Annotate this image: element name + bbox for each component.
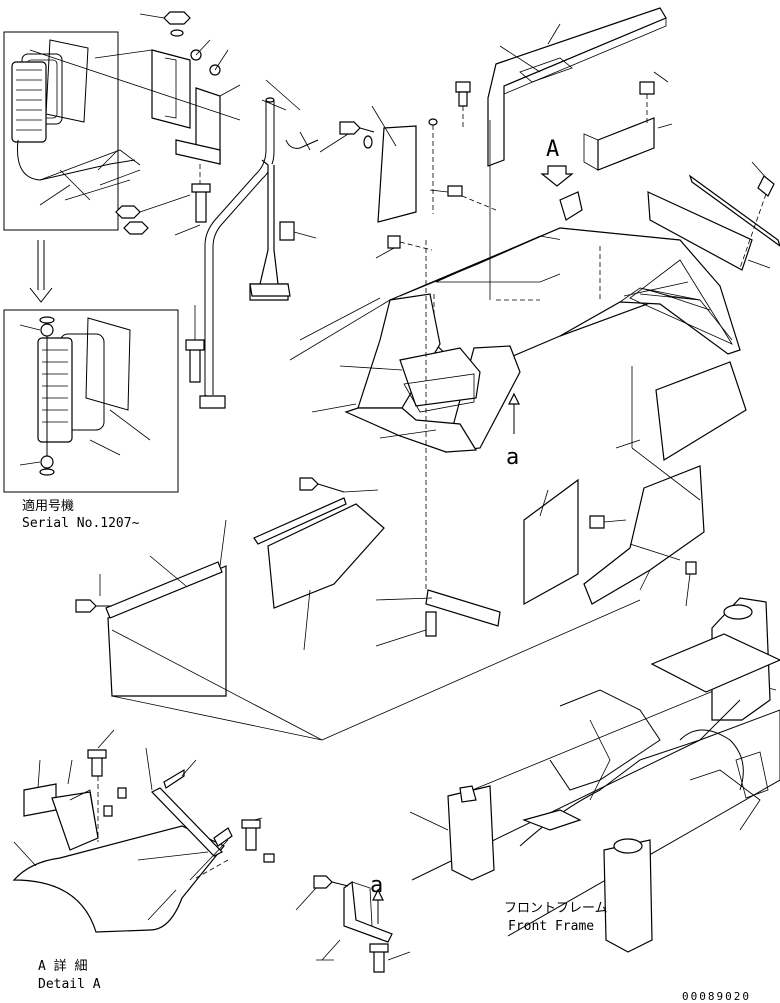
frame-rail <box>519 699 741 847</box>
side-panels <box>523 361 747 607</box>
heater-coil <box>16 69 42 131</box>
mirror-stay <box>249 159 289 301</box>
lower-side-panel <box>583 465 705 605</box>
serial-inset: 適用号機 Serial No.1207~ <box>3 309 179 531</box>
nut-icon <box>163 11 191 25</box>
rear-top-cover <box>487 7 667 167</box>
detail-a: A 詳 細 Detail A <box>12 729 275 992</box>
section-letter-a-bottom: a <box>370 873 383 898</box>
corner-bracket <box>343 880 393 943</box>
mirror-glass-2 <box>85 317 131 411</box>
detail-floor-plate <box>12 825 225 933</box>
inset-frame <box>3 31 119 231</box>
serial-inset-frame <box>3 309 179 493</box>
detail-bracket-box <box>23 783 57 817</box>
serial-jp-label: 適用号機 <box>22 498 74 514</box>
floor-plates <box>75 477 641 741</box>
rear-side-panel <box>655 361 747 462</box>
front-frame-en-label: Front Frame <box>508 919 594 934</box>
floor-mat <box>267 503 385 609</box>
mirror-heater <box>11 61 47 143</box>
front-post-right <box>603 839 653 953</box>
mirror-bracket <box>151 49 191 129</box>
detail-stay <box>150 787 224 857</box>
section-a-bracket: a <box>295 873 411 973</box>
detail-en-label: Detail A <box>38 977 101 992</box>
mirror-glass <box>45 39 89 123</box>
mat-strip <box>253 497 347 545</box>
front-post-left <box>447 785 495 881</box>
view-arrow-icon <box>540 165 574 187</box>
front-frame-jp-label: フロントフレーム <box>504 901 608 916</box>
front-frame: フロントフレーム Front Frame <box>409 597 780 953</box>
center-hardware <box>319 81 497 259</box>
gasket-panel <box>377 125 417 223</box>
small-side-panel <box>523 478 579 606</box>
serial-en-label: Serial No.1207~ <box>22 516 140 531</box>
floor-bracket <box>425 589 501 627</box>
articulation-plate <box>650 633 780 693</box>
handrail <box>185 79 319 409</box>
view-letter-a: A <box>546 137 559 162</box>
nut-top <box>40 323 54 337</box>
small-cover <box>597 117 655 171</box>
detail-jp-label: A 詳 細 <box>38 958 87 974</box>
bracket-hardware <box>29 11 241 236</box>
handrail-tube <box>204 100 267 401</box>
drawing-number: 00089020 <box>682 990 751 1003</box>
inset-arrow <box>29 240 53 303</box>
top-cover <box>487 7 780 271</box>
floor-plate-strip <box>105 561 223 619</box>
section-letter-a-top: a <box>506 445 519 470</box>
front-frame-body <box>411 709 780 937</box>
heater-wire <box>16 139 136 181</box>
cab-frame: A a <box>289 120 741 590</box>
mirror-assembly-inset <box>3 31 136 231</box>
nut-bottom <box>40 455 54 469</box>
mirror-back-2 <box>37 337 73 443</box>
frame-box <box>559 191 583 221</box>
bolt-icon <box>195 189 207 223</box>
